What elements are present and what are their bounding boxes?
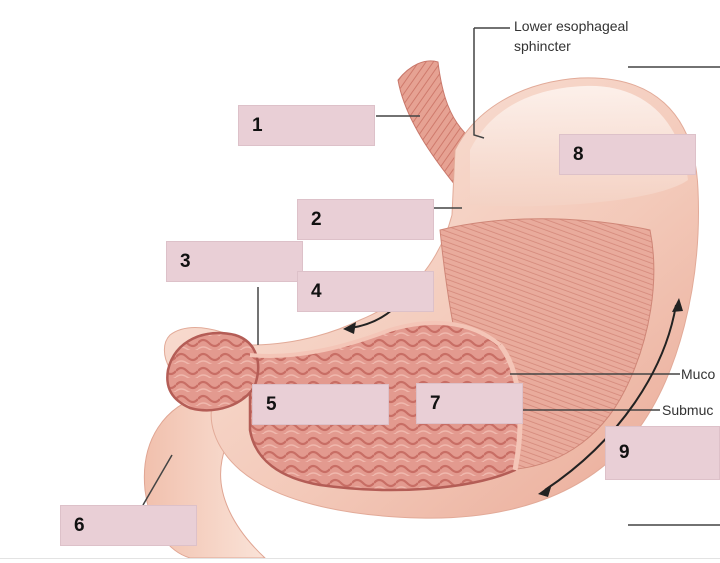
- label-number: 3: [180, 250, 191, 272]
- label-number: 1: [252, 114, 263, 136]
- label-box-3[interactable]: 3: [166, 241, 303, 282]
- label-number: 8: [573, 143, 584, 165]
- label-number: 4: [311, 280, 322, 302]
- label-box-4[interactable]: 4: [297, 271, 434, 312]
- label-box-5[interactable]: 5: [252, 384, 389, 425]
- arrow-head-left: [343, 322, 356, 334]
- label-box-6[interactable]: 6: [60, 505, 197, 546]
- label-box-9[interactable]: 9: [605, 426, 720, 480]
- arrow-head-top: [672, 298, 683, 312]
- label-box-2[interactable]: 2: [297, 199, 434, 240]
- label-number: 2: [311, 208, 322, 230]
- mucosa-caption: Muco: [681, 366, 716, 382]
- les-caption-line1: Lower esophageal: [514, 18, 629, 34]
- arrow-head-bottom: [538, 484, 552, 497]
- esophagus: [397, 60, 471, 187]
- label-number: 9: [619, 442, 630, 463]
- label-box-7[interactable]: 7: [416, 383, 523, 424]
- label-number: 5: [266, 393, 277, 415]
- label-number: 6: [74, 514, 85, 536]
- label-number: 7: [430, 392, 441, 414]
- label-box-1[interactable]: 1: [238, 105, 375, 146]
- label-box-8[interactable]: 8: [559, 134, 696, 175]
- footer-divider: [0, 558, 720, 559]
- les-caption-line2: sphincter: [514, 38, 571, 54]
- submucosa-caption: Submuc: [662, 402, 714, 418]
